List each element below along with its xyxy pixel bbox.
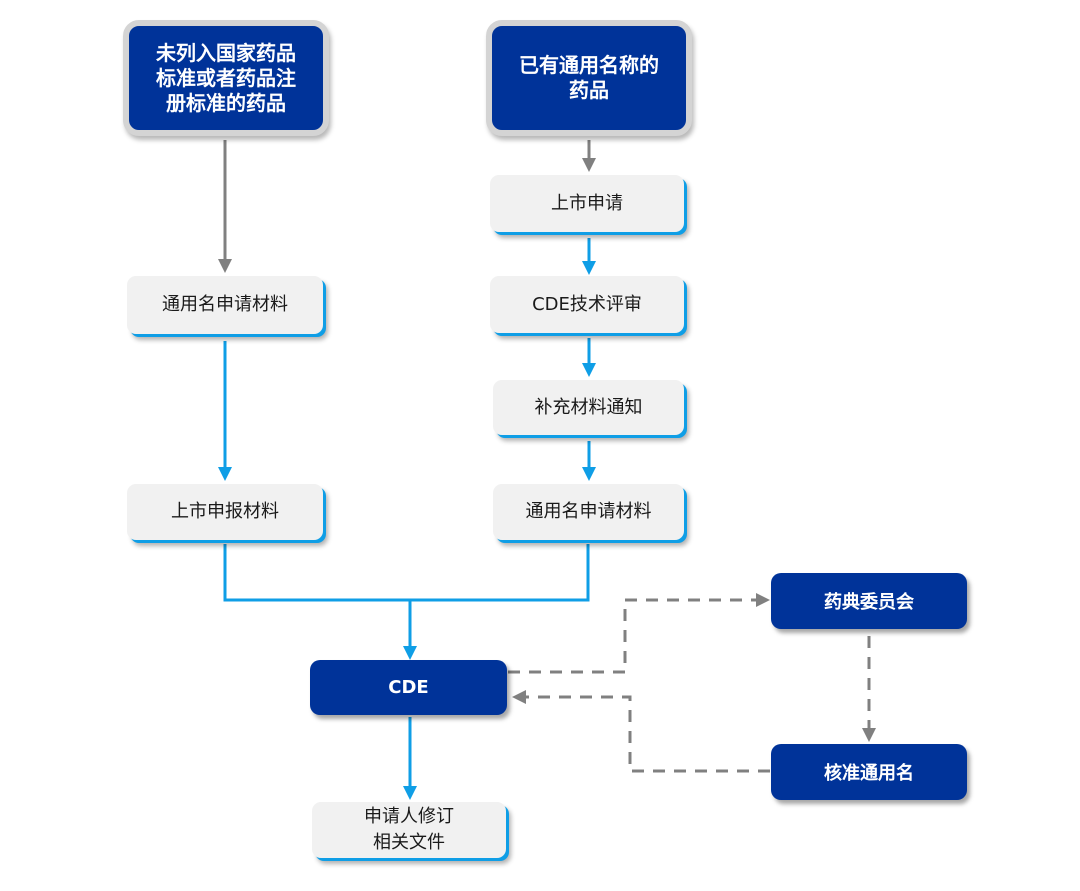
edge-merge-to-cde [223,544,590,660]
node-unlisted-drug-label: 未列入国家药品 标准或者药品注 册标准的药品 [156,40,296,115]
node-marketing-application-label: 上市申请 [551,192,623,214]
node-right-generic-name-materials-label: 通用名申请材料 [525,501,652,522]
node-right-generic-name-materials[interactable]: 通用名申请材料 [493,484,684,540]
edge-cde-to-applicant [403,717,417,800]
node-marketing-application[interactable]: 上市申请 [490,175,684,232]
edge-cde-to-commission [508,593,770,674]
node-marketing-materials-label: 上市申报材料 [171,501,279,522]
node-applicant-revise[interactable]: 申请人修订 相关文件 [312,802,506,858]
node-approve-generic-name-label: 核准通用名 [824,763,914,784]
node-supplementary-notice[interactable]: 补充材料通知 [493,380,684,435]
node-cde-technical-review[interactable]: CDE技术评审 [490,276,684,333]
edge-application-to-review [582,238,596,275]
node-applicant-revise-label: 申请人修订 相关文件 [364,806,454,853]
edge-generic-drug-to-application [582,140,596,172]
node-generic-name-drug-label: 已有通用名称的 药品 [519,53,659,102]
edge-notice-to-right-materials [582,441,596,481]
node-pharmacopoeia-commission-label: 药典委员会 [824,592,914,613]
node-cde-technical-review-label: CDE技术评审 [532,293,642,315]
edge-unlisted-to-generic-materials [218,140,232,273]
node-unlisted-drug[interactable]: 未列入国家药品 标准或者药品注 册标准的药品 [123,20,329,136]
node-cde[interactable]: CDE [310,660,507,715]
edge-review-to-notice [582,338,596,377]
node-approve-generic-name[interactable]: 核准通用名 [771,744,967,800]
node-generic-name-drug[interactable]: 已有通用名称的 药品 [486,20,692,136]
node-marketing-materials[interactable]: 上市申报材料 [127,484,323,540]
node-left-generic-name-materials-label: 通用名申请材料 [162,294,288,315]
node-supplementary-notice-label: 补充材料通知 [534,396,643,418]
node-cde-label: CDE [388,677,429,698]
edge-left-materials-to-marketing [218,341,232,481]
edge-commission-to-approve [862,636,876,742]
node-left-generic-name-materials[interactable]: 通用名申请材料 [127,276,323,334]
edge-approve-to-cde [512,690,770,773]
node-pharmacopoeia-commission[interactable]: 药典委员会 [771,573,967,629]
